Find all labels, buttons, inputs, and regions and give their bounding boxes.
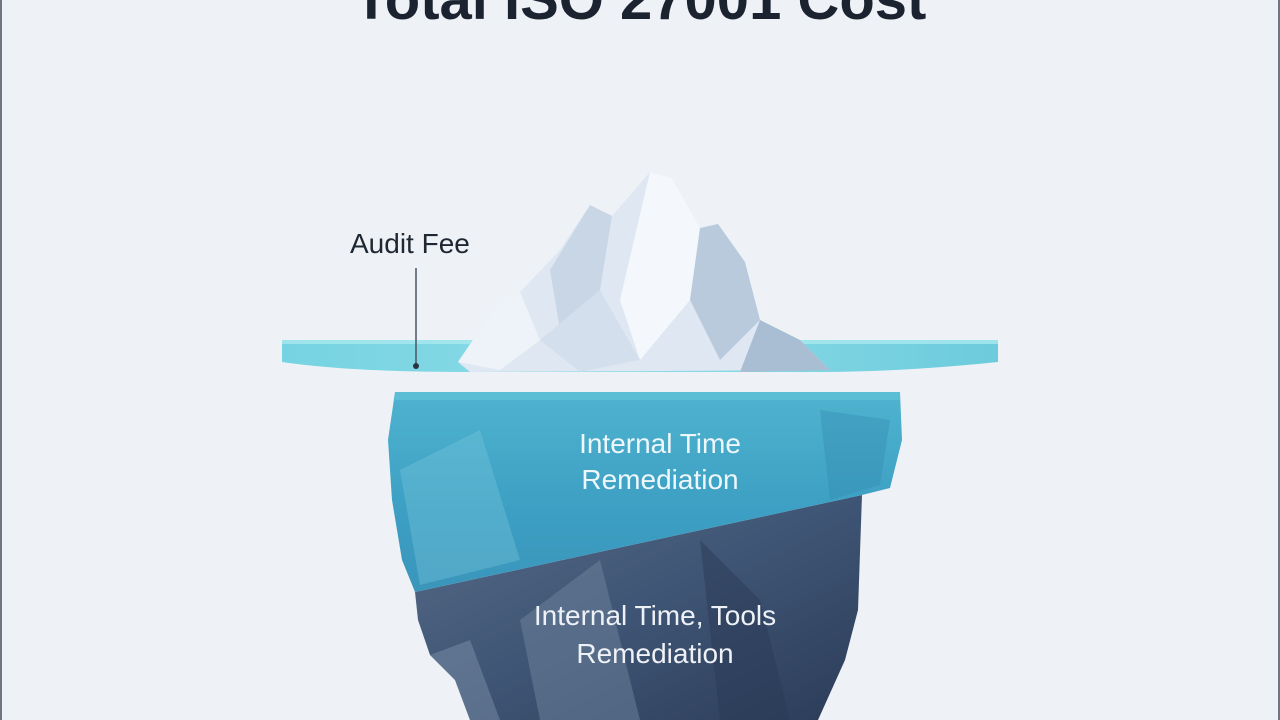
deep-layer-line-1: Internal Time, Tools bbox=[533, 600, 777, 631]
frame-border-right bbox=[1278, 0, 1280, 720]
upper-layer-label: Internal Time Remediation bbox=[520, 426, 800, 498]
frame-border-left bbox=[0, 0, 2, 720]
deep-layer-label: Internal Time, Tools Remediation bbox=[480, 597, 830, 673]
diagram-title: Total ISO 27001 Cost bbox=[0, 0, 1280, 33]
upper-layer-line-2: Remediation bbox=[581, 464, 739, 495]
upper-layer bbox=[388, 392, 902, 592]
audit-fee-callout bbox=[413, 268, 419, 369]
iceberg-tip bbox=[458, 172, 830, 372]
deep-layer bbox=[415, 495, 862, 720]
upper-layer-line-1: Internal Time bbox=[579, 428, 741, 459]
deep-layer-line-2: Remediation bbox=[576, 638, 734, 669]
audit-fee-label: Audit Fee bbox=[350, 228, 470, 259]
